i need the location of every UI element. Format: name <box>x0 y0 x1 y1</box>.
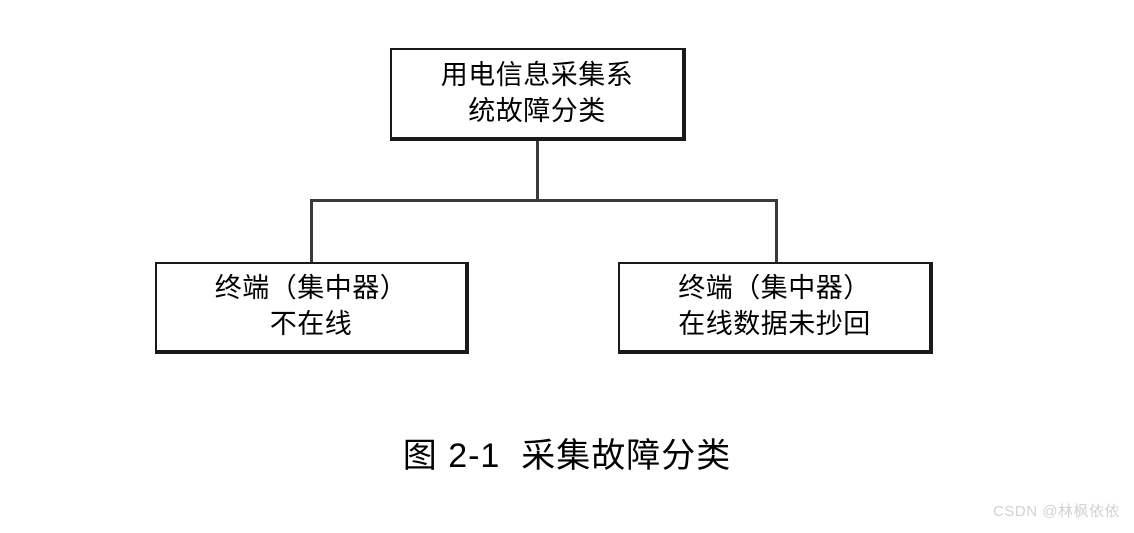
connector-horizontal-bus <box>310 199 778 202</box>
figure-caption: 图 2-1 采集故障分类 <box>402 437 732 475</box>
node-terminal-online-no-data: 终端（集中器） 在线数据未抄回 <box>618 262 933 354</box>
node-root-line-2: 统故障分类 <box>468 95 606 126</box>
node-terminal-online-no-data-line-1: 终端（集中器） <box>678 273 871 304</box>
node-terminal-offline-line-1: 终端（集中器） <box>214 273 408 304</box>
node-root: 用电信息采集系 统故障分类 <box>390 48 686 141</box>
node-terminal-online-no-data-line-2: 在线数据未抄回 <box>678 309 871 339</box>
connector-root-stem <box>536 141 539 202</box>
connector-drop-offline <box>310 199 313 263</box>
node-root-line-1: 用电信息采集系 <box>440 59 634 90</box>
node-terminal-offline-line-2: 不在线 <box>269 309 353 339</box>
node-terminal-offline: 终端（集中器） 不在线 <box>155 262 469 354</box>
csdn-watermark: CSDN @林枫依依 <box>993 503 1120 520</box>
connector-drop-nodata <box>775 199 778 263</box>
